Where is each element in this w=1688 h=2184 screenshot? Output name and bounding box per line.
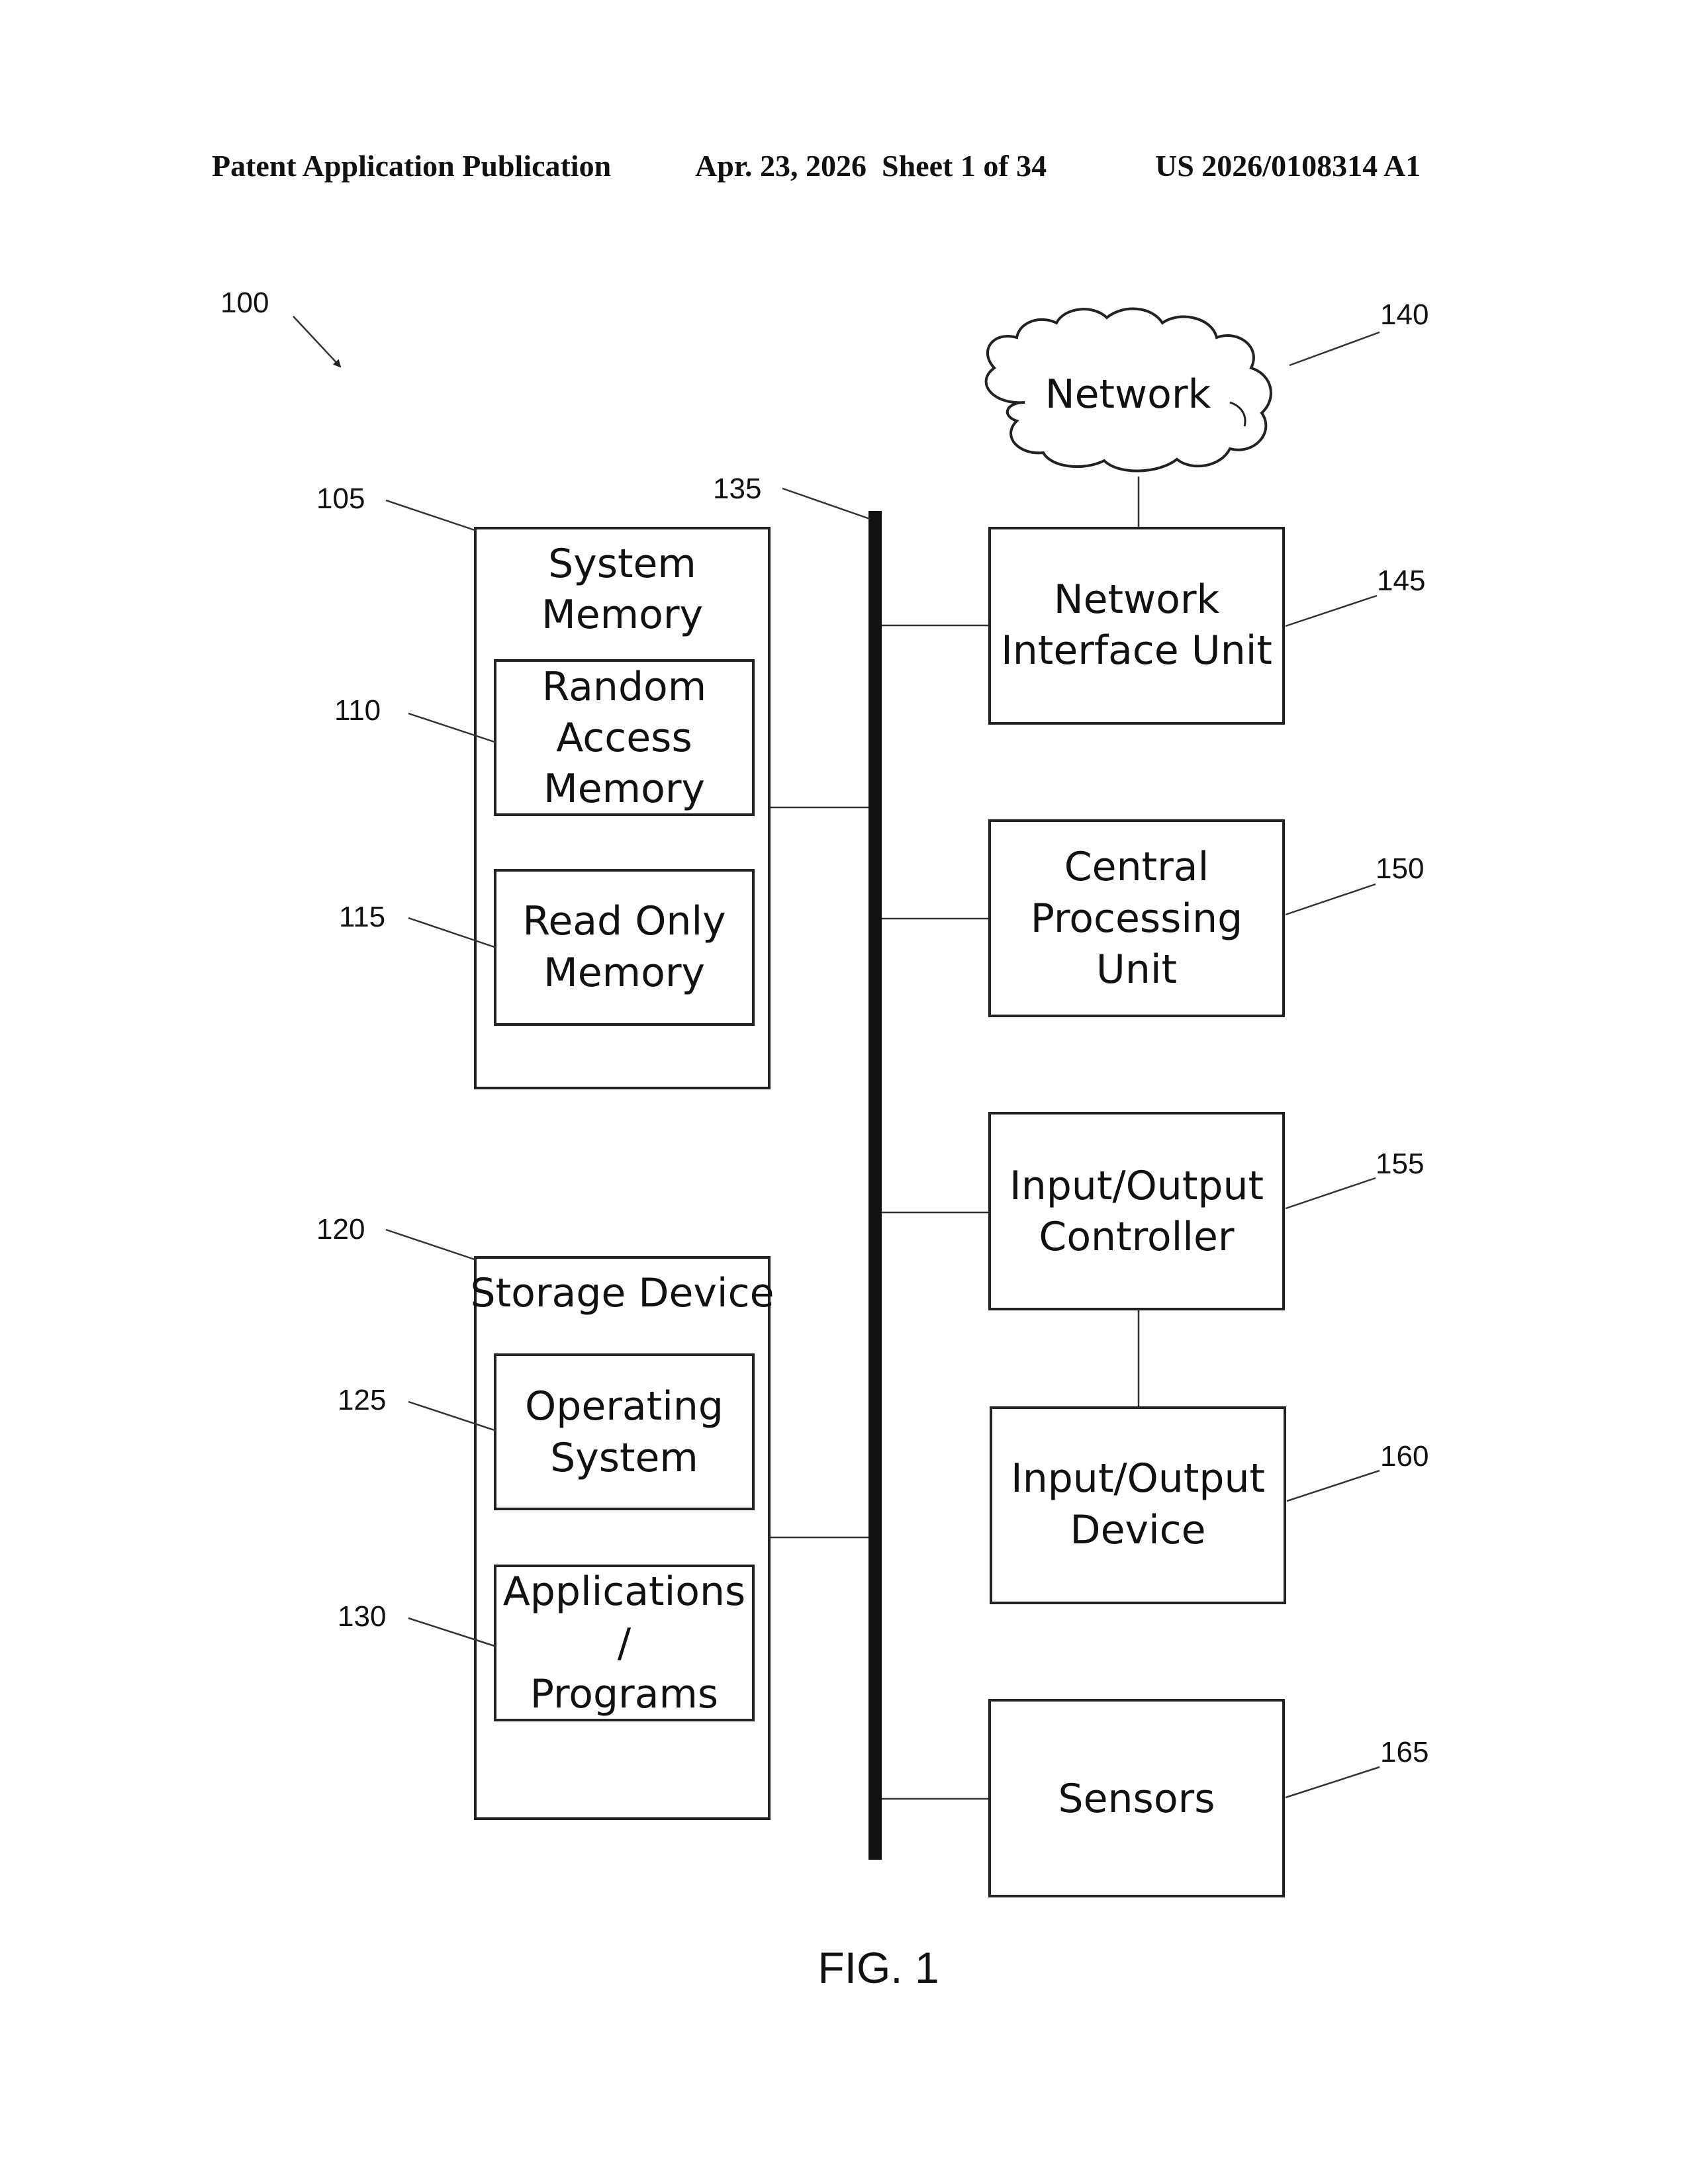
network-label: Network <box>1045 371 1211 418</box>
network-interface-block: Network Interface Unit <box>990 528 1284 723</box>
applications-label-line-1: Applications <box>503 1569 746 1615</box>
ref-label-io-device: 160 <box>1380 1440 1429 1473</box>
ref-leader-io-device <box>1287 1471 1380 1501</box>
ref-label-storage-device: 120 <box>316 1213 365 1246</box>
header-publication-number: US 2026/0108314 A1 <box>1155 149 1421 183</box>
ref-leader-bus <box>782 488 870 519</box>
ref-leader-io-controller <box>1286 1178 1376 1208</box>
ref-leader-cpu <box>1286 884 1376 915</box>
ref-label-bus: 135 <box>713 473 761 505</box>
rom-label-line-1: Read Only <box>522 898 726 944</box>
ref-leader-network-interface <box>1286 596 1377 626</box>
ram-label-line-2: Access <box>556 715 692 761</box>
operating-system-label-line-1: Operating <box>525 1383 724 1430</box>
ref-leader-system-memory <box>386 500 477 531</box>
figure-caption: FIG. 1 <box>818 1943 939 1992</box>
ram-label-line-3: Memory <box>543 766 705 812</box>
io-controller-label-line-1: Input/Output <box>1009 1163 1264 1209</box>
storage-device-block: Storage Device <box>470 1257 774 1819</box>
ref-arrow-system <box>293 316 340 367</box>
io-device-label-line-2: Device <box>1070 1507 1205 1553</box>
cpu-label-line-1: Central <box>1064 844 1209 890</box>
ref-label-ram: 110 <box>334 694 381 727</box>
ref-label-rom: 115 <box>339 901 385 933</box>
operating-system-label-line-2: System <box>550 1435 698 1481</box>
applications-label-line-2: / <box>618 1620 632 1666</box>
header-publication-type: Patent Application Publication <box>212 149 611 183</box>
cpu-block: Central Processing Unit <box>990 821 1284 1016</box>
ref-label-network-interface: 145 <box>1377 565 1425 597</box>
storage-device-label: Storage Device <box>470 1270 774 1316</box>
ref-leader-sensors <box>1286 1767 1380 1797</box>
ref-label-applications: 130 <box>338 1600 386 1633</box>
ref-label-network: 140 <box>1380 298 1429 331</box>
ref-label-sensors: 165 <box>1380 1736 1429 1768</box>
ref-label-system-memory: 105 <box>316 482 365 515</box>
rom-label-line-2: Memory <box>543 950 705 996</box>
cpu-label-line-3: Unit <box>1096 946 1177 993</box>
rom-block: Read Only Memory <box>495 870 753 1024</box>
io-controller-block: Input/Output Controller <box>990 1113 1284 1309</box>
io-device-block: Input/Output Device <box>991 1408 1285 1603</box>
ref-label-operating-system: 125 <box>338 1384 386 1416</box>
ram-block: Random Access Memory <box>495 660 753 815</box>
network-interface-label-line-1: Network <box>1054 576 1220 623</box>
ram-label-line-1: Random <box>542 664 706 710</box>
ref-leader-network <box>1289 332 1380 365</box>
sensors-block: Sensors <box>990 1700 1284 1896</box>
system-memory-label-line-2: Memory <box>541 592 703 638</box>
network-interface-label-line-2: Interface Unit <box>1001 627 1272 674</box>
network-cloud: Network <box>986 309 1271 471</box>
io-device-label-line-1: Input/Output <box>1011 1455 1265 1502</box>
operating-system-block: Operating System <box>495 1355 753 1509</box>
sensors-label: Sensors <box>1058 1776 1215 1822</box>
applications-block: Applications / Programs <box>495 1566 753 1720</box>
system-memory-label-line-1: System <box>548 541 696 587</box>
header-date-sheet: Apr. 23, 2026 Sheet 1 of 34 <box>695 149 1047 183</box>
applications-label-line-3: Programs <box>530 1671 718 1717</box>
system-bus <box>868 511 882 1860</box>
ref-leader-storage-device <box>386 1230 477 1260</box>
cpu-label-line-2: Processing <box>1031 895 1243 942</box>
ref-label-io-controller: 155 <box>1376 1148 1424 1180</box>
io-controller-label-line-2: Controller <box>1039 1214 1234 1260</box>
ref-label-system: 100 <box>220 287 269 319</box>
ref-label-cpu: 150 <box>1376 852 1424 885</box>
